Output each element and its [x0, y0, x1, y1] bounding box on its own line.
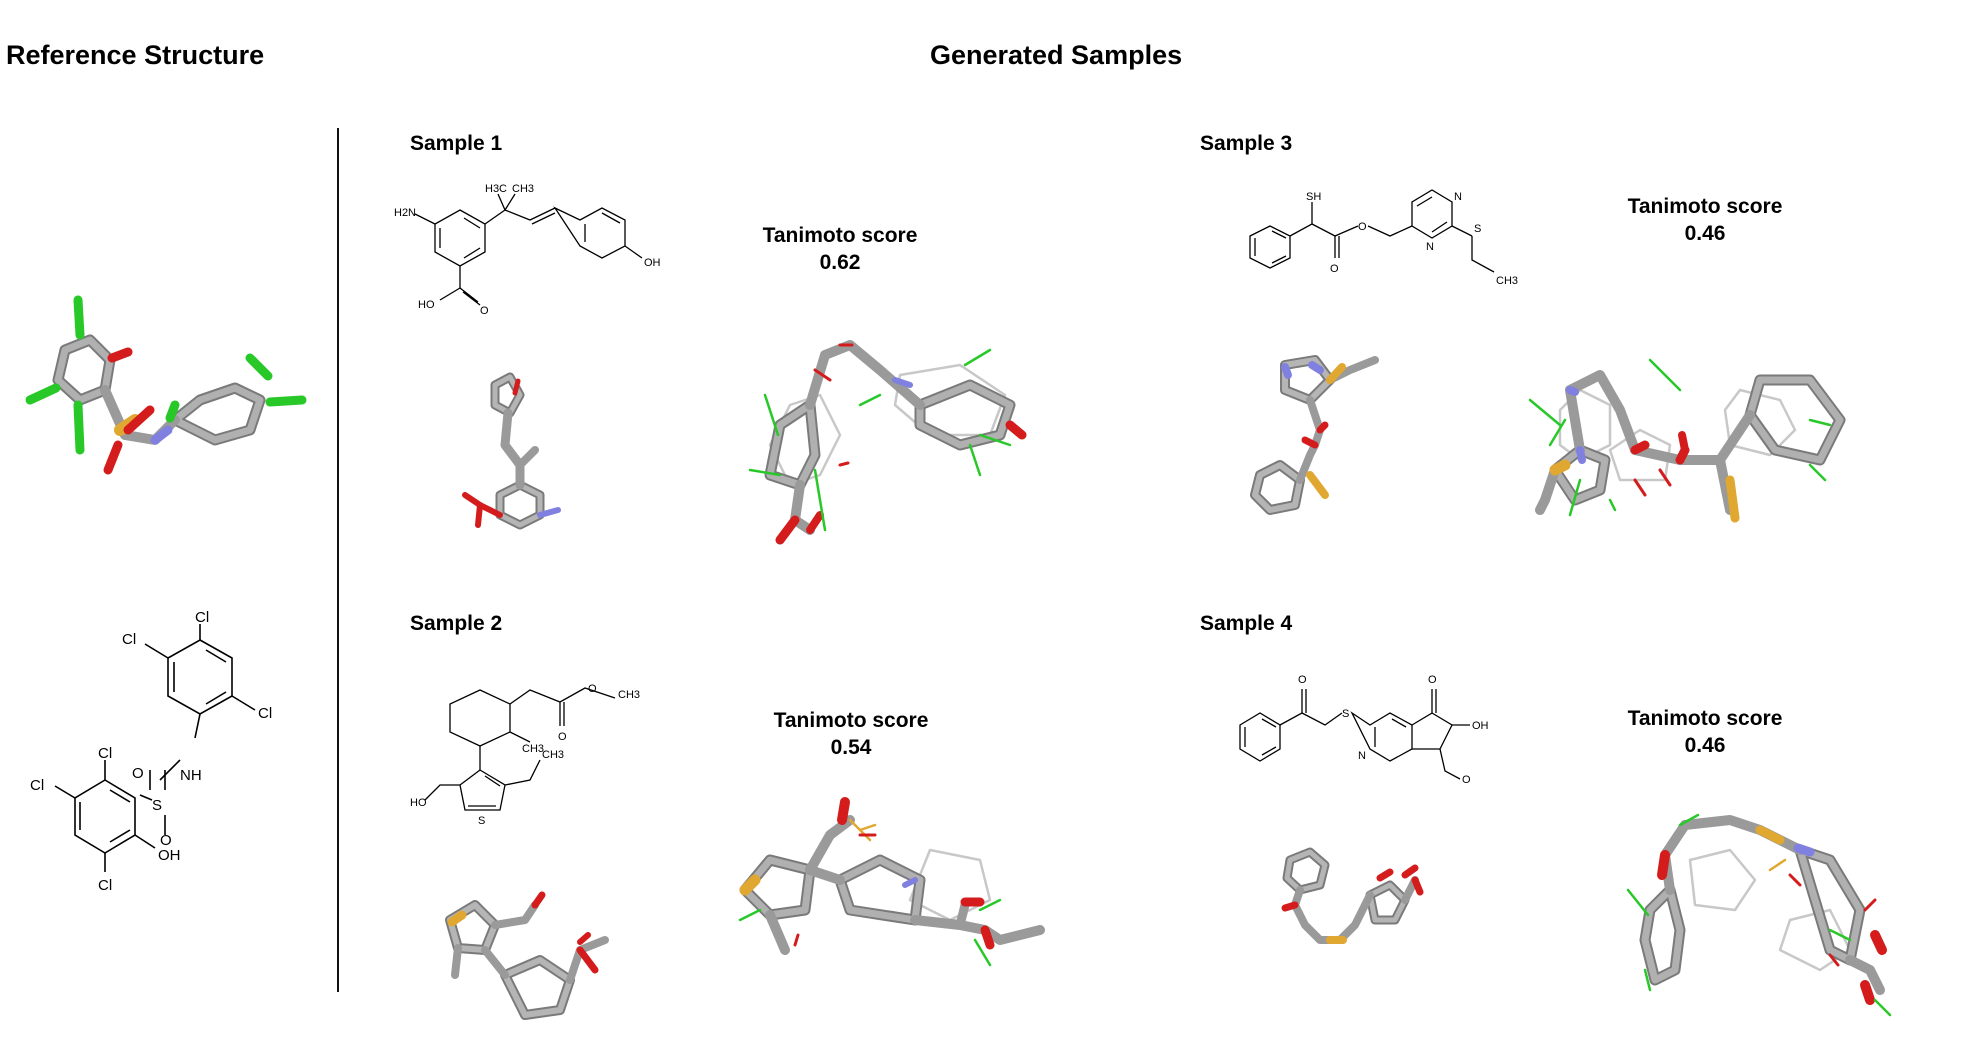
sample-1-score-label: Tanimoto score — [762, 224, 918, 247]
sample-4-overlay-structure — [1626, 813, 1892, 1017]
sample-2-score: Tanimoto score 0.54 — [731, 707, 971, 761]
sample-3-label: Sample 3 — [1200, 132, 1293, 155]
sample-3-atom-ch3: CH3 — [1496, 275, 1518, 287]
sample-3-atom-n: N — [1454, 191, 1462, 203]
sample-2-atom-ch3: CH3 — [542, 749, 564, 761]
divider-line — [337, 128, 339, 992]
sample-2-3d-structure — [445, 891, 609, 1020]
sample-3-2d-structure: SH O O N N S CH3 — [1249, 189, 1518, 287]
sample-3-atom-s: S — [1474, 223, 1481, 235]
sample-1-atom-ho: HO — [418, 299, 435, 311]
reference-atom-s: S — [152, 797, 162, 814]
reference-atom-nh: NH — [180, 767, 202, 784]
sample-1-atom-h2n: H2N — [394, 207, 416, 219]
sample-3-atom-sh: SH — [1306, 191, 1321, 203]
reference-title: Reference Structure — [6, 40, 265, 70]
reference-atom-cl: Cl — [98, 877, 112, 894]
sample-4-score: Tanimoto score 0.46 — [1585, 705, 1825, 759]
sample-1-score-value: 0.62 — [819, 251, 861, 274]
sample-3-3d-structure — [1250, 355, 1379, 515]
sample-2-score-value: 0.54 — [830, 736, 872, 759]
sample-2-atom-ch3: CH3 — [618, 689, 640, 701]
sample-2-score-label: Tanimoto score — [773, 709, 929, 732]
sample-4-score-label: Tanimoto score — [1627, 707, 1783, 730]
sample-3-atom-o: O — [1330, 263, 1339, 275]
sample-4-2d-structure: O S O OH N O — [1239, 674, 1489, 786]
sample-1-atom-oh: OH — [644, 257, 661, 269]
sample-2-2d-structure: O O CH3 CH3 CH3 HO S — [410, 683, 640, 827]
sample-1-3d-structure — [462, 372, 561, 530]
sample-2-atom-ho: HO — [410, 797, 427, 809]
sample-4-label: Sample 4 — [1200, 612, 1293, 635]
sample-3-score-label: Tanimoto score — [1627, 195, 1783, 218]
sample-2-atom-s: S — [478, 815, 485, 827]
sample-2-atom-ch3: CH3 — [522, 743, 544, 755]
reference-atom-oh: OH — [158, 847, 181, 864]
sample-1-atom-h3c: H3C — [485, 183, 507, 195]
sample-4-atom-o: O — [1462, 774, 1471, 786]
sample-3-score: Tanimoto score 0.46 — [1585, 193, 1825, 247]
sample-1-atom-o: O — [480, 305, 489, 317]
sample-3-atom-o: O — [1358, 221, 1367, 233]
sample-4-atom-o: O — [1428, 674, 1437, 686]
sample-1-score: Tanimoto score 0.62 — [720, 222, 960, 276]
reference-atom-cl: Cl — [258, 705, 272, 722]
reference-atom-cl: Cl — [98, 745, 112, 762]
sample-1-atom-ch3: CH3 — [512, 183, 534, 195]
sample-4-atom-n: N — [1358, 750, 1366, 762]
reference-atom-o: O — [132, 765, 144, 782]
reference-atom-cl: Cl — [122, 631, 136, 648]
reference-2d-structure: Cl Cl Cl Cl Cl Cl NH S O O OH — [30, 609, 272, 894]
sample-2-atom-o: O — [588, 683, 597, 695]
sample-1-2d-structure: H2N H3C CH3 OH HO O — [394, 183, 661, 317]
reference-atom-cl: Cl — [195, 609, 209, 626]
sample-2-label: Sample 2 — [410, 612, 503, 635]
sample-3-score-value: 0.46 — [1684, 222, 1726, 245]
sample-4-3d-structure — [1281, 847, 1424, 944]
sample-4-atom-o: O — [1298, 674, 1307, 686]
sample-3-atom-n: N — [1426, 241, 1434, 253]
sample-3-overlay-structure — [1528, 358, 1846, 523]
generated-title: Generated Samples — [930, 40, 1183, 70]
sample-1-overlay-structure — [748, 340, 1027, 545]
sample-4-score-value: 0.46 — [1684, 734, 1726, 757]
sample-2-atom-o: O — [558, 731, 567, 743]
sample-4-atom-s: S — [1342, 708, 1349, 720]
sample-4-atom-oh: OH — [1472, 720, 1489, 732]
reference-atom-cl: Cl — [30, 777, 44, 794]
sample-1-label: Sample 1 — [410, 132, 503, 155]
reference-3d-structure — [25, 295, 307, 475]
sample-2-overlay-structure — [738, 797, 1045, 967]
reference-atom-o: O — [160, 832, 172, 849]
